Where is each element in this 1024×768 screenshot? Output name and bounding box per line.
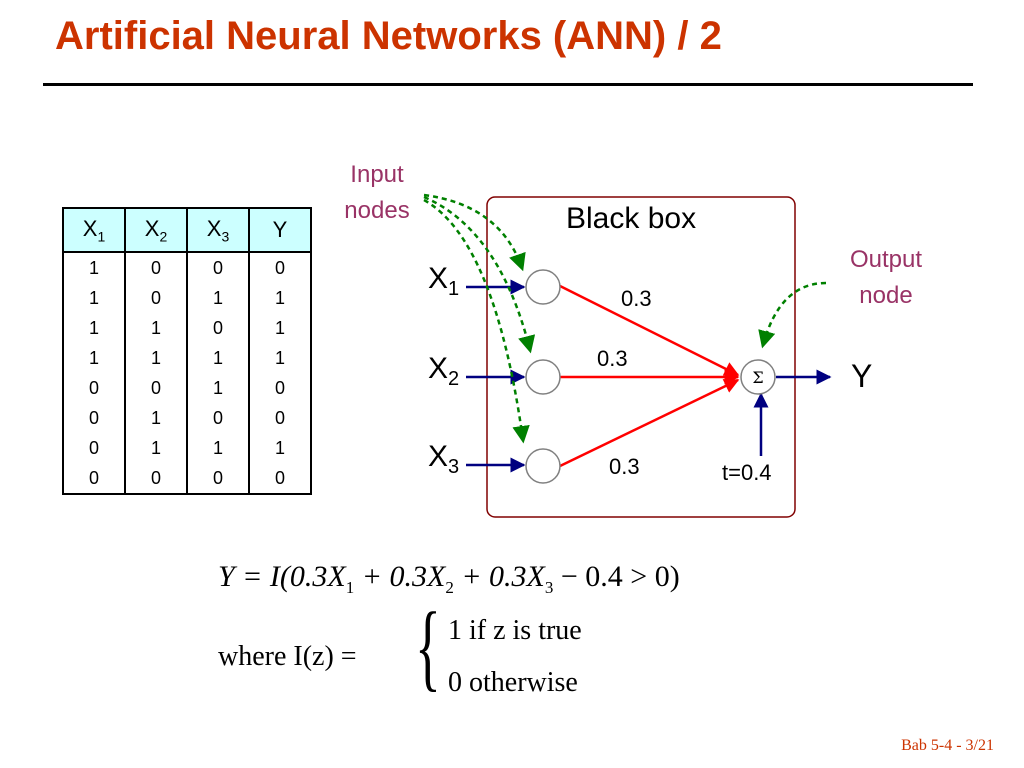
black-box-label: Black box: [566, 202, 697, 235]
table-cell: 0: [248, 463, 312, 495]
table-cell: 0: [124, 283, 188, 313]
table-cell: 1: [124, 403, 188, 433]
table-cell: 1: [124, 343, 188, 373]
table-cell: 0: [62, 403, 126, 433]
table-cell: 0: [186, 463, 250, 495]
input-node-3: [525, 448, 561, 484]
table-cell: 1: [62, 313, 126, 343]
table-cell: 1: [248, 313, 312, 343]
table-cell: 1: [248, 343, 312, 373]
callout-arrow-node2: [423, 195, 536, 354]
table-cell: 0: [62, 373, 126, 403]
slide-footer: Bab 5-4 - 3/21: [901, 737, 994, 754]
output-node-label: Output node: [833, 242, 939, 314]
table-cell: 1: [186, 433, 250, 463]
table-header-cell: X2: [124, 207, 188, 253]
table-cell: 0: [248, 252, 312, 283]
sum-node: [740, 359, 776, 395]
input-node-1: [525, 269, 561, 305]
sum-symbol: Σ: [752, 368, 763, 387]
table-cell: 1: [62, 252, 126, 283]
input-nodes-label: Input nodes: [330, 157, 424, 229]
table-cell: 0: [62, 433, 126, 463]
table-cell: 1: [186, 373, 250, 403]
table-cell: 0: [124, 463, 188, 495]
weight-label-1: 0.3: [621, 286, 652, 311]
table-header-row: X1 X2 X3 Y: [62, 207, 312, 253]
table-cell: 1: [186, 343, 250, 373]
callout-arrow-node1: [423, 193, 526, 272]
activation-formula: Y = I(0.3X1 + 0.3X2 + 0.3X3 − 0.4 > 0): [218, 560, 680, 597]
indicator-case-true: 1 if z is true: [448, 615, 582, 646]
indicator-case-false: 0 otherwise: [448, 667, 578, 698]
input-node-2: [525, 359, 561, 395]
table-cell: 1: [248, 433, 312, 463]
threshold-label: t=0.4: [722, 460, 772, 485]
table-cell: 0: [186, 403, 250, 433]
indicator-definition: where I(z) =: [218, 641, 357, 672]
weight-label-2: 0.3: [597, 346, 628, 371]
table-cell: 1: [62, 283, 126, 313]
input-label-x3: X3: [428, 440, 460, 478]
input-label-x1: X1: [428, 262, 460, 300]
input-callout-arrows: [423, 193, 827, 444]
weight-label-3: 0.3: [609, 454, 640, 479]
input-nodes-label-line2: nodes: [344, 197, 410, 224]
table-cell: 1: [186, 283, 250, 313]
black-box-frame: [486, 196, 796, 518]
table-cell: 1: [124, 313, 188, 343]
table-cell: 0: [62, 463, 126, 495]
output-label: Y: [851, 358, 873, 394]
table-cell: 1: [62, 343, 126, 373]
input-nodes-label-line1: Input: [350, 161, 404, 188]
title-divider: [43, 83, 973, 86]
table-cell: 1: [248, 283, 312, 313]
output-node-label-line2: node: [859, 282, 913, 309]
table-cell: 0: [248, 373, 312, 403]
table-cell: 0: [124, 252, 188, 283]
case-brace: {: [415, 593, 441, 701]
table-cell: 0: [248, 403, 312, 433]
slide-title: Artificial Neural Networks (ANN) / 2: [55, 14, 722, 58]
table-cell: 0: [186, 252, 250, 283]
table-header-cell: Y: [248, 207, 312, 253]
table-cell: 0: [186, 313, 250, 343]
table-header-cell: X1: [62, 207, 126, 253]
input-label-x2: X2: [428, 352, 460, 390]
table-cell: 0: [124, 373, 188, 403]
callout-arrow-output: [758, 281, 827, 349]
table-header-cell: X3: [186, 207, 250, 253]
edge-x1-sum: [559, 284, 740, 377]
output-node-label-line1: Output: [849, 246, 923, 273]
callout-arrow-node3: [423, 198, 530, 444]
table-cell: 1: [124, 433, 188, 463]
edge-x3-sum: [559, 378, 740, 468]
